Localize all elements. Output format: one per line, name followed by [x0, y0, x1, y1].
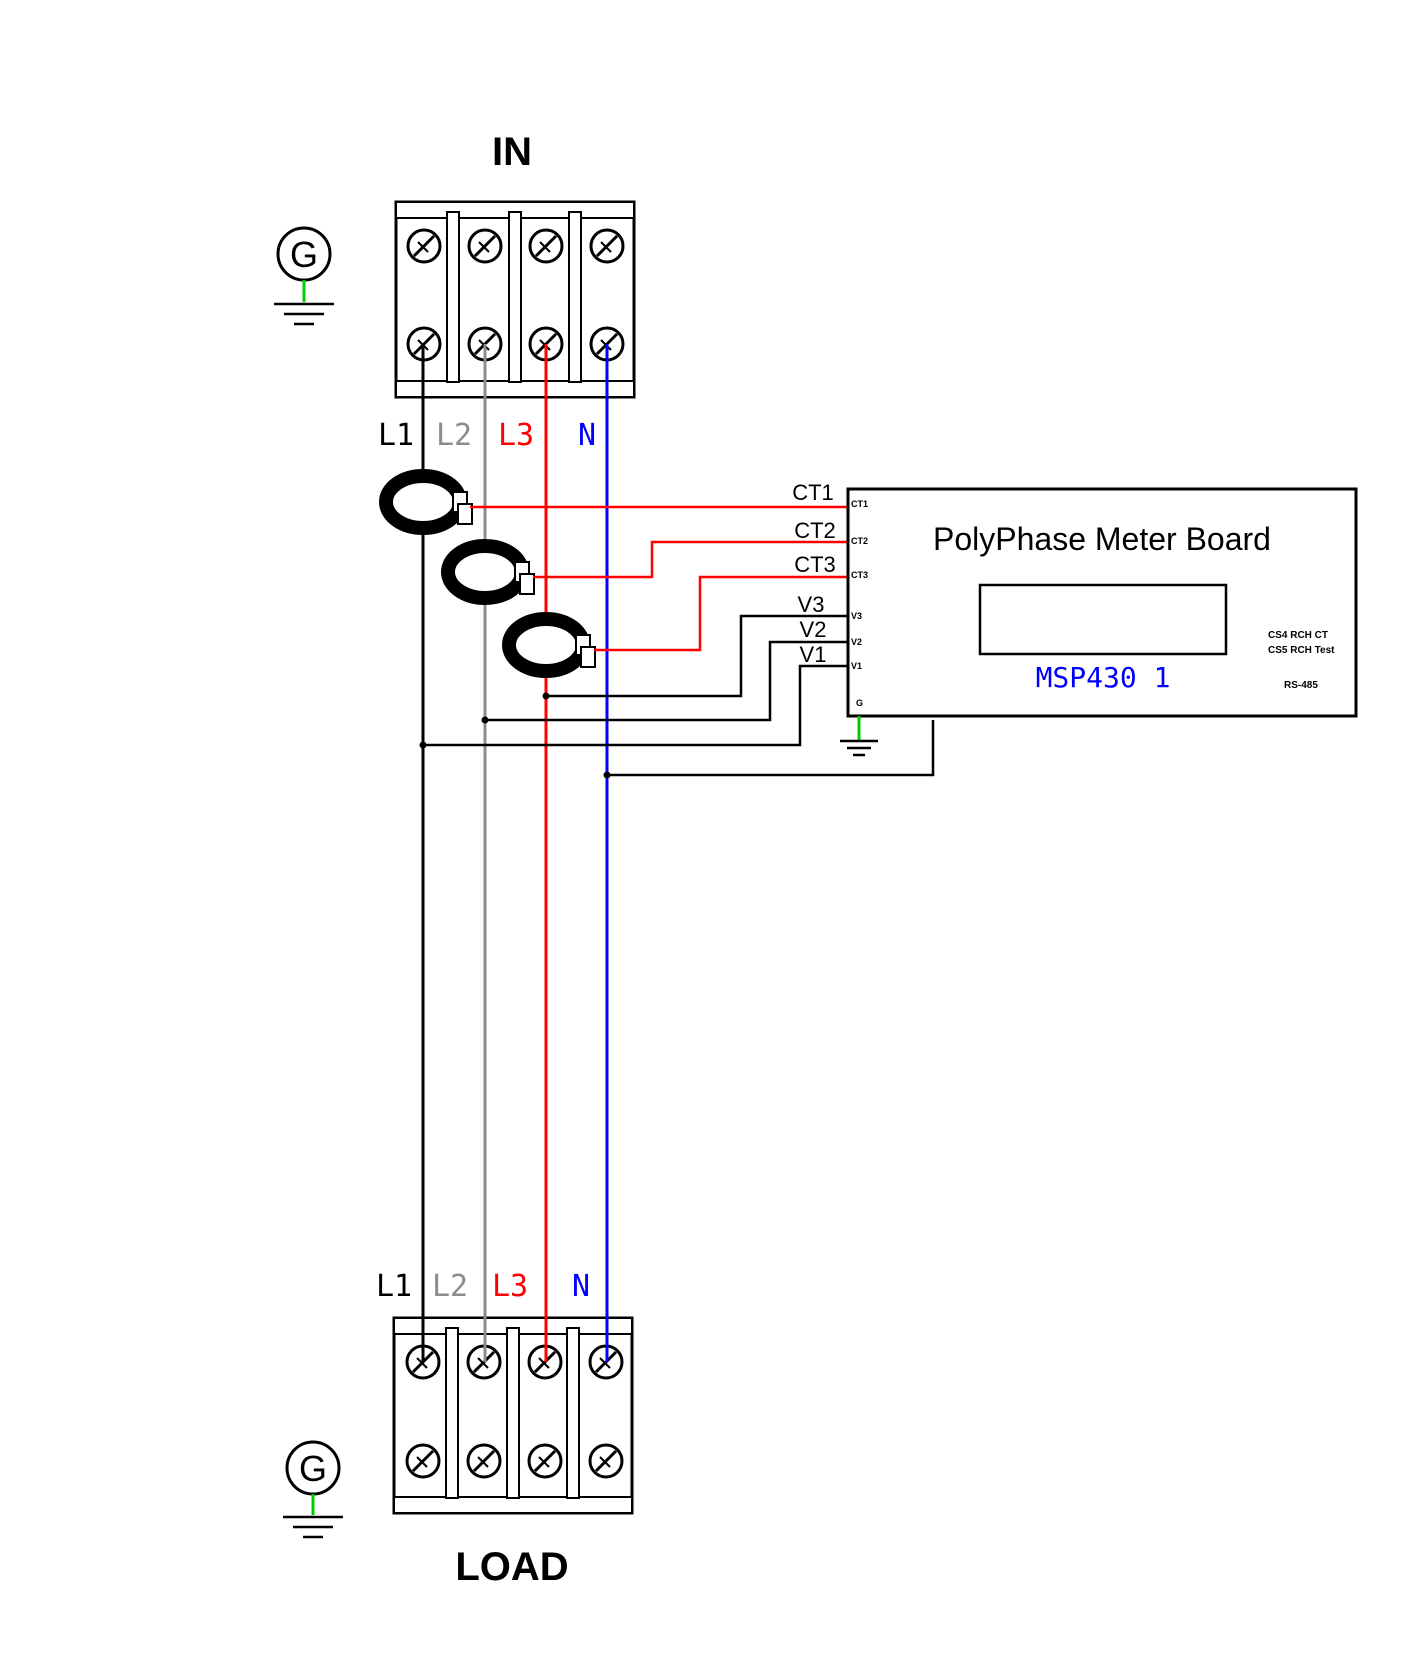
pin-label-g: G [856, 698, 863, 708]
ground-g-label: G [299, 1448, 327, 1489]
pin-label-v3: V3 [851, 611, 862, 621]
current-transformer-icon [379, 469, 473, 535]
wire-ct2 [533, 540, 848, 579]
load-title: LOAD [455, 1545, 568, 1589]
pin-label-ct3: CT3 [851, 570, 868, 580]
ground-icon [840, 716, 878, 757]
pin-label-ct2: CT2 [851, 536, 868, 546]
load-label-l1: L1 [376, 1269, 412, 1304]
current-transformer-icon [502, 612, 596, 678]
wire-v3 [546, 614, 848, 698]
wire-label-v1: V1 [800, 642, 827, 667]
meter-note-1: CS4 RCH CT [1268, 630, 1328, 641]
junction-dot [481, 716, 489, 724]
junction-dot [603, 771, 611, 779]
screw-terminal-icon [405, 1443, 441, 1479]
meter-board: PolyPhase Meter Board MSP430 1 CS4 RCH C… [846, 487, 1358, 718]
meter-display [978, 583, 1228, 656]
junction-dot [542, 692, 550, 700]
load-label-l3: L3 [492, 1269, 528, 1304]
screw-terminal-icon [467, 228, 503, 264]
wire-v1 [423, 664, 848, 747]
screw-terminal-icon [527, 1443, 563, 1479]
in-label-l2: L2 [436, 418, 472, 453]
screw-terminal-icon [466, 1443, 502, 1479]
pin-label-v2: V2 [851, 637, 862, 647]
load-label-l2: L2 [432, 1269, 468, 1304]
wire-label-ct1: CT1 [792, 480, 834, 505]
screw-terminal-icon [406, 228, 442, 264]
ground-symbol-load: G [283, 1440, 343, 1539]
junction-dot [419, 741, 427, 749]
screw-terminal-icon [589, 228, 625, 264]
screw-terminal-icon [588, 1443, 624, 1479]
load-terminal-block [392, 1316, 634, 1515]
load-label-n: N [572, 1269, 590, 1304]
wire-v2 [485, 640, 848, 722]
wire-label-v3: V3 [798, 592, 825, 617]
in-label-l3: L3 [498, 418, 534, 453]
meter-rs485-label: RS-485 [1284, 680, 1318, 691]
in-title: IN [492, 130, 532, 174]
in-terminal-block [394, 200, 636, 399]
wire-label-ct2: CT2 [794, 518, 836, 543]
ground-g-label: G [290, 234, 318, 275]
in-label-l1: L1 [378, 418, 414, 453]
wire-ct3 [594, 575, 848, 652]
meter-title: PolyPhase Meter Board [933, 521, 1271, 557]
wire-label-ct3: CT3 [794, 552, 836, 577]
pin-label-v1: V1 [851, 661, 862, 671]
wire-vn [607, 720, 935, 777]
meter-note-2: CS5 RCH Test [1268, 645, 1335, 656]
in-label-n: N [578, 418, 596, 453]
meter-display-label: MSP430 1 [1036, 661, 1171, 694]
pin-label-ct1: CT1 [851, 499, 868, 509]
screw-terminal-icon [528, 228, 564, 264]
current-transformer-icon [441, 539, 535, 605]
ground-symbol-in: G [274, 226, 334, 326]
wire-label-v2: V2 [800, 617, 827, 642]
